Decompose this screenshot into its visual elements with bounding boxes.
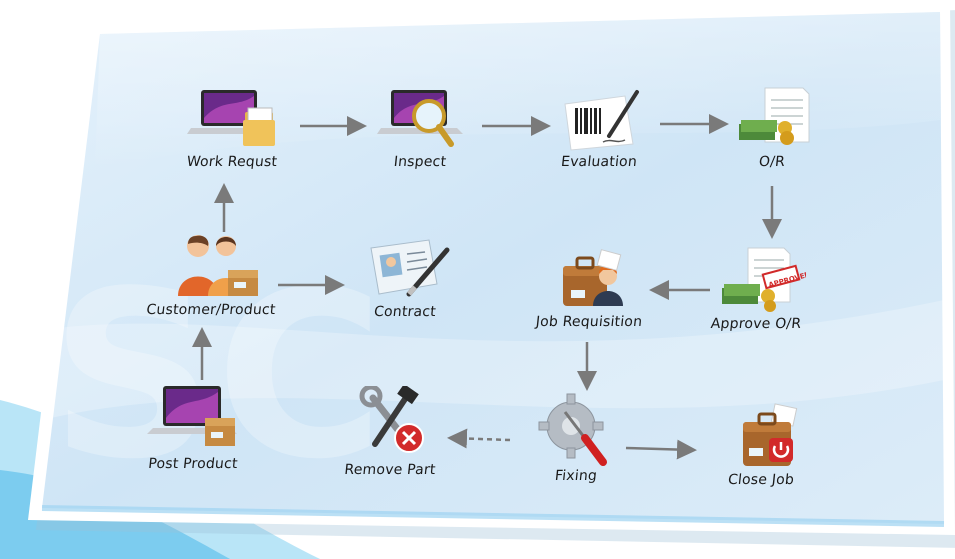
gear-screwdriver-icon [538,393,607,466]
node-label: O/R [758,154,786,170]
invoice-approved-icon: APPROVED [722,247,806,312]
node-label: Evaluation [560,154,638,170]
node-label: Approve O/R [709,316,803,332]
node-label: Fixing [554,468,598,484]
node-label: Work Requst [185,154,279,170]
node-approve-or: APPROVED Approve O/R [681,246,831,332]
laptop-folder-icon [187,90,275,146]
node-fixing: Fixing [501,392,651,484]
node-work-request: Work Requst [157,88,307,170]
node-label: Customer/Product [145,302,277,318]
node-contract: Contract [330,236,480,320]
barcode-pen-icon [564,90,639,151]
invoice-money-icon [739,87,810,145]
laptop-box-icon [147,386,237,446]
node-remove-part: Remove Part [315,386,465,478]
node-job-requisition: Job Requisition [514,246,664,330]
node-inspect: Inspect [345,86,495,170]
laptop-magnifier-icon [377,90,463,147]
node-label: Inspect [392,154,448,170]
node-or: O/R [697,84,847,170]
node-customer-product: Customer/Product [136,230,286,318]
briefcase-power-icon [743,403,798,466]
node-label: Close Job [727,472,795,488]
node-label: Job Requisition [534,314,644,330]
node-close-job: Close Job [686,400,836,488]
node-label: Remove Part [343,462,437,478]
tools-cancel-icon [359,386,424,453]
arrow-fixing-to-close [625,439,697,460]
node-post-product: Post Product [118,384,268,472]
node-label: Post Product [147,456,239,472]
id-card-pen-icon [370,239,450,297]
node-label: Contract [373,304,437,320]
users-box-icon [178,235,258,296]
briefcase-worker-icon [563,249,623,306]
node-evaluation: Evaluation [524,86,674,170]
arrow-fixing-to-remove [447,428,511,449]
